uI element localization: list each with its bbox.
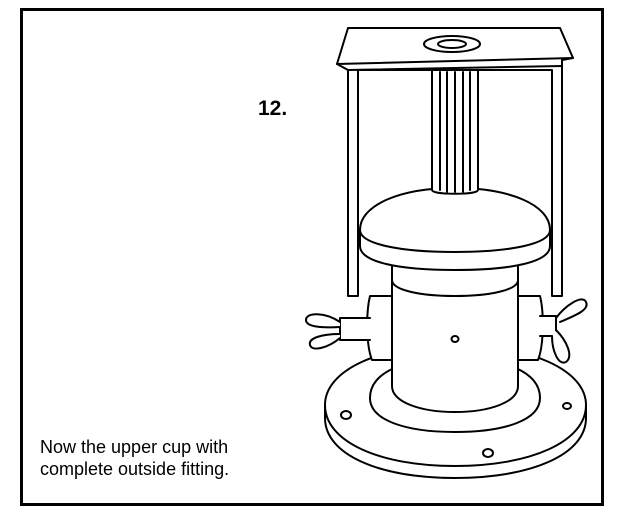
threaded-shaft	[431, 69, 479, 195]
outer-yoke	[336, 27, 574, 297]
caption-line-1: Now the upper cup with	[40, 437, 229, 457]
cup-body	[391, 263, 519, 413]
right-wing-nut	[539, 298, 588, 364]
caption-line-2: complete outside fitting.	[40, 459, 230, 479]
step-number: 12.	[258, 97, 288, 120]
left-wing-nut	[305, 313, 371, 350]
caption: Now the upper cup with complete outside …	[40, 436, 229, 480]
upper-cup-dome	[359, 187, 551, 271]
instruction-panel	[20, 8, 604, 506]
